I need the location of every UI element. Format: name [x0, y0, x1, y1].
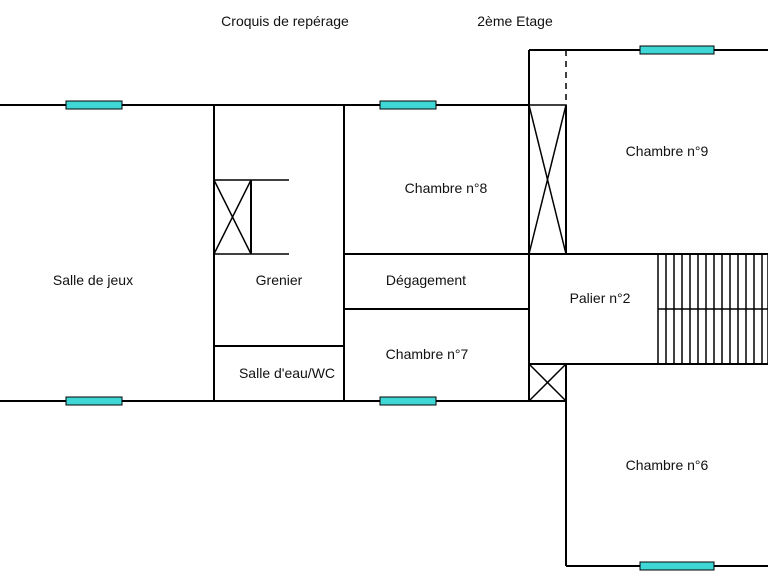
staircase: [657, 253, 768, 365]
room-chambre-9: Chambre n°9: [626, 143, 709, 159]
small-shaft-cross-b: [528, 363, 567, 402]
room-grenier: Grenier: [256, 272, 303, 288]
window: [65, 100, 123, 110]
floor-label: 2ème Etage: [477, 13, 553, 29]
shaft: [528, 104, 567, 255]
room-chambre-7: Chambre n°7: [386, 346, 469, 362]
room-chambre-8: Chambre n°8: [405, 180, 488, 196]
small-shaft: [528, 363, 567, 402]
room-salle-eau-wc: Salle d'eau/WC: [239, 365, 335, 381]
room-palier-2: Palier n°2: [570, 290, 631, 306]
room-salle-de-jeux: Salle de jeux: [53, 272, 133, 288]
room-chambre-6: Chambre n°6: [626, 457, 709, 473]
window: [379, 396, 437, 406]
room-degagement: Dégagement: [386, 272, 466, 288]
closet-cross-b: [213, 179, 252, 255]
window: [65, 396, 123, 406]
window: [639, 45, 715, 55]
window: [379, 100, 437, 110]
shaft-cross-b: [528, 104, 567, 255]
window: [639, 561, 715, 571]
plan-title: Croquis de repérage: [221, 13, 349, 29]
